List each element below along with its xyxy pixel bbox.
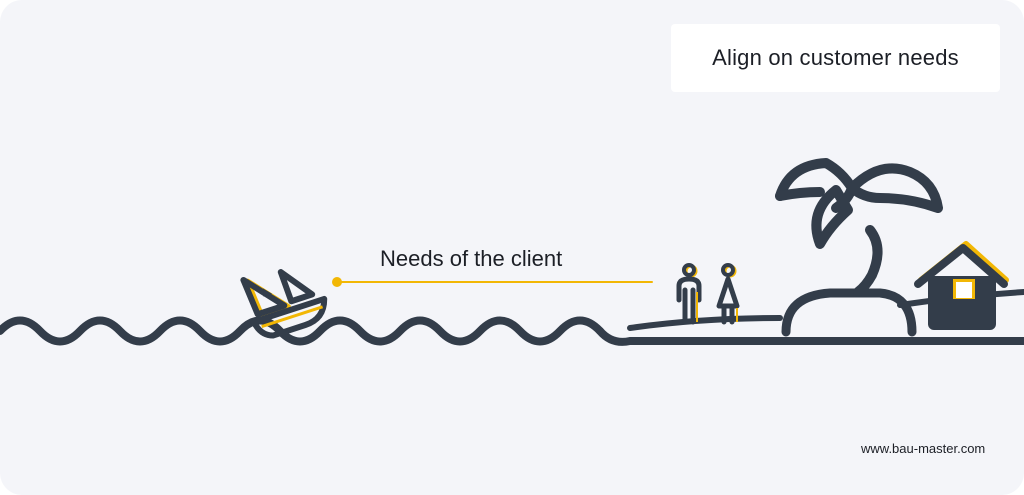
title-card: Align on customer needs: [671, 24, 1000, 92]
boat-icon: [240, 269, 328, 339]
house-icon: [914, 241, 1009, 330]
website-footer: www.bau-master.com: [861, 441, 986, 456]
needs-label: Needs of the client: [380, 246, 563, 271]
needs-connector: [332, 277, 653, 287]
island-icon: [781, 288, 917, 337]
woman-icon: [716, 263, 740, 325]
man-icon: [676, 263, 702, 325]
palm-tree-icon: [775, 158, 943, 297]
waves-icon: [0, 316, 604, 346]
title-text: Align on customer needs: [712, 45, 959, 70]
